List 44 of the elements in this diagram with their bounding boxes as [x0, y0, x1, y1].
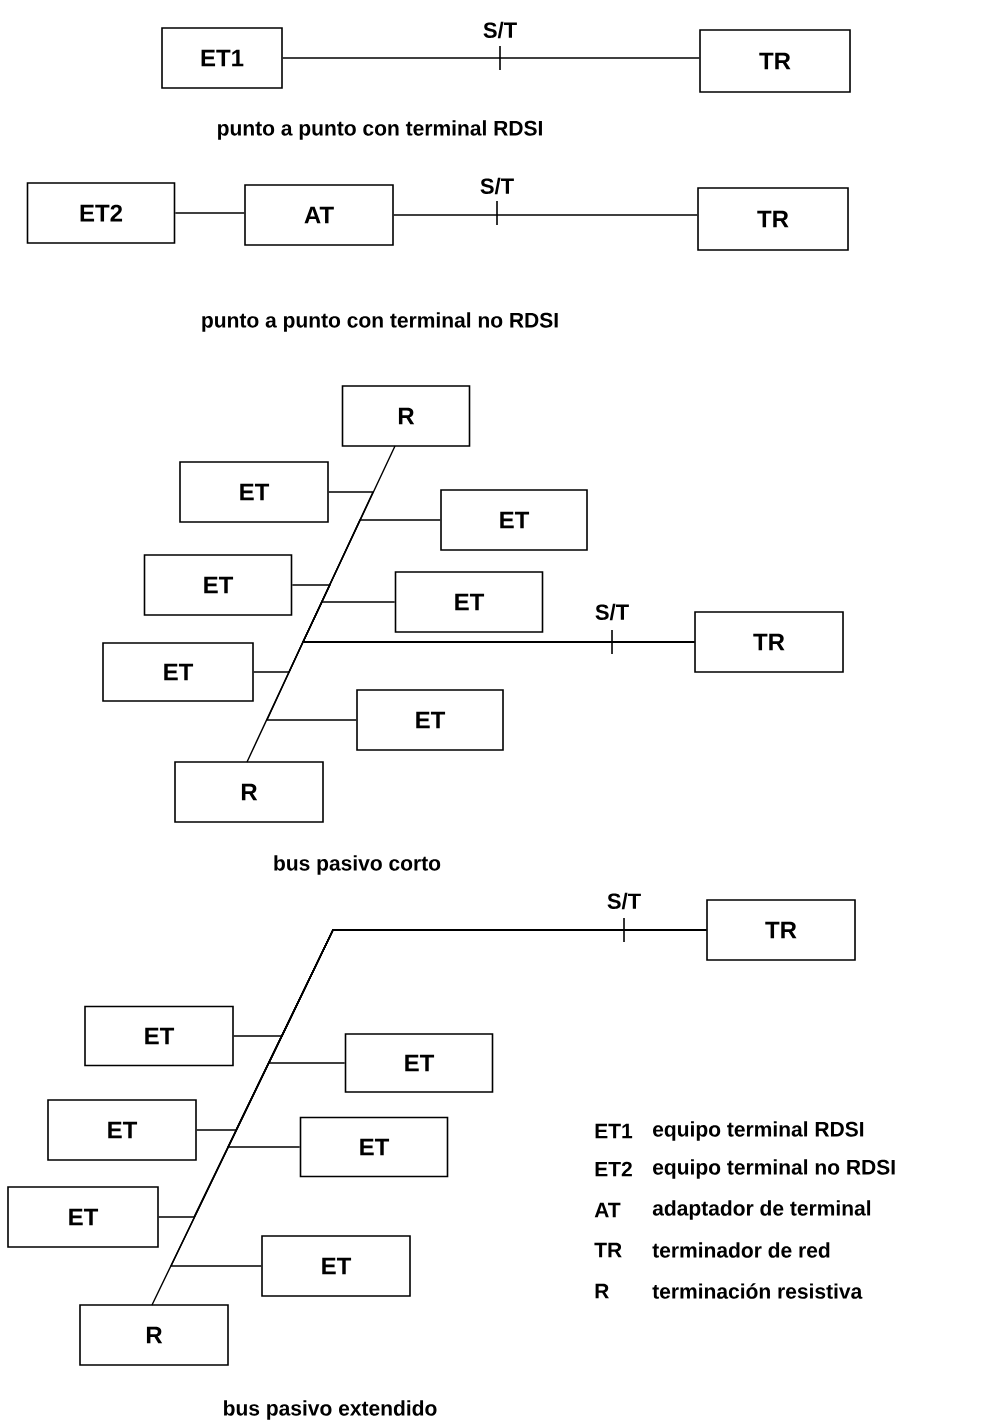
terminal-box: TR: [706, 899, 856, 961]
interface-label: S/T: [595, 603, 629, 621]
terminal-box: ET: [47, 1099, 197, 1161]
terminal-box: ET2: [26, 182, 176, 244]
terminal-box: R: [341, 385, 471, 447]
interface-label: S/T: [483, 21, 517, 39]
legend-text: ET1: [595, 1123, 633, 1139]
legend-text: ET2: [595, 1161, 632, 1177]
connection-line: [393, 214, 698, 216]
interface-label: S/T: [607, 892, 641, 910]
terminal-box: ET: [84, 1005, 234, 1067]
legend-text: terminación resistiva: [652, 1283, 863, 1299]
terminal-box: ET: [356, 689, 504, 751]
terminal-box: ET: [179, 461, 329, 523]
terminal-box: ET: [261, 1235, 411, 1297]
terminal-box: ET: [102, 642, 254, 702]
caption: punto a punto con terminal no RDSI: [202, 312, 558, 332]
caption: punto a punto con terminal RDSI: [218, 120, 542, 140]
caption: bus pasivo extendido: [224, 1400, 437, 1420]
terminal-box: ET: [299, 1116, 449, 1178]
terminal-box: ET1: [161, 27, 283, 89]
legend-text: TR: [594, 1242, 622, 1258]
terminal-box: TR: [697, 187, 849, 251]
terminal-box: R: [79, 1304, 229, 1366]
terminal-box: ET: [7, 1186, 159, 1248]
legend-text: terminador de red: [652, 1242, 830, 1258]
legend-text: AT: [594, 1202, 621, 1218]
legend-text: adaptador de terminal: [652, 1200, 871, 1220]
connection-line: [282, 57, 700, 59]
interface-label: S/T: [480, 177, 514, 195]
terminal-box: TR: [694, 611, 844, 673]
legend-text: equipo terminal RDSI: [653, 1121, 864, 1141]
terminal-box: R: [174, 761, 324, 823]
caption: bus pasivo corto: [274, 855, 441, 875]
terminal-box: ET: [440, 489, 588, 551]
terminal-box: AT: [244, 184, 394, 246]
terminal-box: TR: [699, 29, 851, 93]
terminal-box: ET: [143, 554, 293, 616]
connection-line: [174, 212, 245, 214]
connection-line: [265, 641, 695, 721]
legend-text: R: [595, 1283, 609, 1299]
terminal-box: ET: [344, 1033, 494, 1093]
terminal-box: ET: [394, 571, 544, 633]
legend-text: equipo terminal no RDSI: [653, 1159, 895, 1179]
